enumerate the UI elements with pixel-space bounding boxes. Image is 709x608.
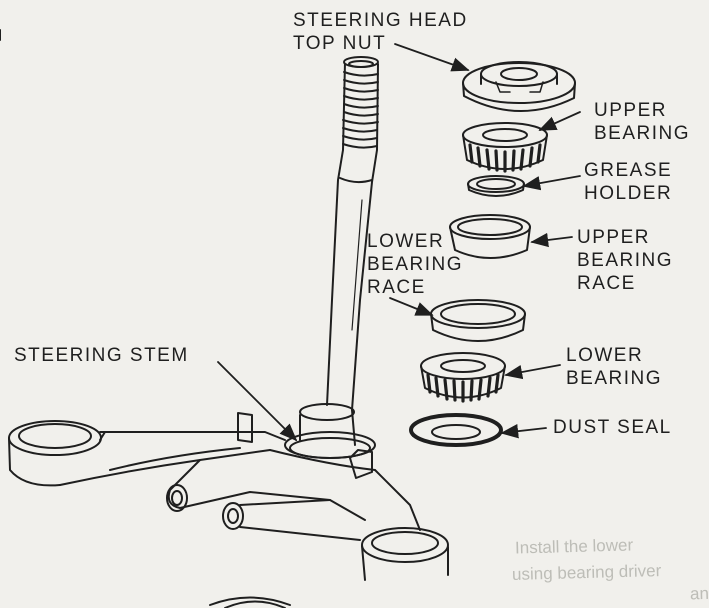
arrow-lower-bearing-race [389,297,434,316]
label-grease-holder-line1: GREASE [584,160,673,181]
upper-bearing-race-part [449,214,531,259]
label-dust-seal: DUST SEAL [553,417,672,438]
arrow-upper-bearing-race [530,232,573,248]
label-lower-bearing-race-line3: RACE [367,277,426,298]
background-text-line1: Install the lower [514,535,634,558]
label-grease-holder: GREASE HOLDER [584,159,672,205]
arrow-upper-bearing [538,111,581,131]
label-upper-bearing-race-line1: UPPER [577,227,650,248]
label-grease-holder-line2: HOLDER [584,183,673,204]
label-upper-bearing: UPPER BEARING [594,99,690,145]
lower-bearing-part [420,352,506,403]
upper-bearing-part [462,122,548,173]
arrow-grease-holder [522,175,581,191]
label-lower-bearing: LOWER BEARING [566,344,662,390]
label-lower-bearing-race-line1: LOWER [367,231,445,252]
label-upper-bearing-line2: BEARING [594,123,691,144]
background-text-line2: using bearing driver [511,561,662,584]
lower-bearing-race-part [430,299,526,342]
arrow-steering-stem [217,361,298,442]
grease-holder-part [467,175,525,197]
label-steering-head-top-nut-line1: STEERING HEAD [293,10,468,31]
label-steering-head-top-nut-line2: TOP NUT [293,33,387,54]
label-lower-bearing-race-line2: BEARING [367,254,464,275]
label-upper-bearing-line1: UPPER [594,100,667,121]
label-steering-head-top-nut: STEERING HEAD TOP NUT [293,9,468,55]
label-upper-bearing-race-line2: BEARING [577,250,674,271]
label-steering-stem: STEERING STEM [14,345,189,366]
background-text-line3: and [689,583,709,604]
label-upper-bearing-race: UPPER BEARING RACE [577,226,673,295]
top-nut-part [462,61,576,112]
label-upper-bearing-race-line3: RACE [577,273,636,294]
label-lower-bearing-race: LOWER BEARING RACE [367,230,463,299]
leader-lines [217,43,581,442]
label-lower-bearing-line1: LOWER [566,345,644,366]
steering-stem-tube [326,56,379,411]
bottom-bracket [8,403,449,608]
arrow-lower-bearing [504,364,561,380]
label-lower-bearing-line2: BEARING [566,368,663,389]
dust-seal-part [409,413,503,447]
arrow-dust-seal [500,424,547,439]
arrow-top-nut [394,43,470,72]
